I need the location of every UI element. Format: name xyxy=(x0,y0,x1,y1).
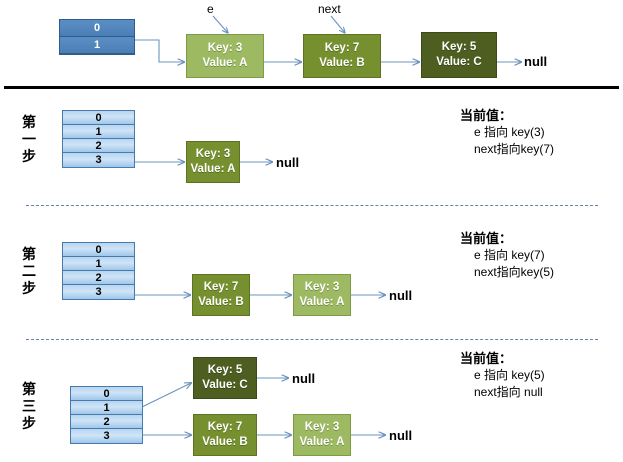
bucket-cell: 2 xyxy=(63,271,134,285)
bucket-cell: 2 xyxy=(71,415,142,429)
node-value-text: Value: A xyxy=(190,163,236,175)
node-key-text: Key: 3 xyxy=(304,281,340,293)
node-key-text: Key: 5 xyxy=(207,364,243,376)
step-label-char: 第 xyxy=(22,382,36,398)
step-label-char: 步 xyxy=(22,281,36,297)
top-bucket-table: 0 1 xyxy=(59,19,135,55)
step-3-node-key5: Key: 5 Value: C xyxy=(193,357,257,399)
node-value-text: Value: B xyxy=(202,436,248,448)
bucket-cell: 1 xyxy=(63,125,134,139)
step-3-node-key3: Key: 3 Value: A xyxy=(293,414,351,456)
node-key7: Key: 7 Value: B xyxy=(303,34,381,78)
node-key-text: Key: 7 xyxy=(207,421,243,433)
step-3-null-terminator-bottom: null xyxy=(389,428,413,443)
step-label-char: 步 xyxy=(22,149,36,165)
node-key-text: Key: 7 xyxy=(203,281,239,293)
info-line-e: e 指向 key(3) xyxy=(474,125,545,139)
info-line-e: e 指向 key(7) xyxy=(474,248,545,262)
step-2-node-key3: Key: 3 Value: A xyxy=(293,274,351,316)
bucket-cell: 0 xyxy=(63,111,134,125)
info-line-next: next指向key(5) xyxy=(474,265,555,279)
info-line-next: next指向key(7) xyxy=(474,142,555,156)
null-terminator: null xyxy=(524,54,548,69)
bucket-cell: 3 xyxy=(63,153,134,167)
pointer-label-next: next xyxy=(318,2,341,16)
node-key-text: Key: 3 xyxy=(304,421,340,433)
step-3-info: 当前值： e 指向 key(5) next指向 null xyxy=(460,350,545,401)
step-label-char: 第 xyxy=(22,115,36,131)
step-1-info: 当前值： e 指向 key(3) next指向key(7) xyxy=(460,107,554,158)
bucket-cell: 0 xyxy=(63,243,134,257)
step-2-info: 当前值： e 指向 key(7) next指向key(5) xyxy=(460,230,554,281)
info-heading: 当前值： xyxy=(460,351,513,366)
pointer-label-e: e xyxy=(207,2,214,16)
info-line-e: e 指向 key(5) xyxy=(474,368,545,382)
step-1-node-key3: Key: 3 Value: A xyxy=(186,141,240,183)
info-heading: 当前值： xyxy=(460,231,513,246)
node-key5: Key: 5 Value: C xyxy=(421,32,497,78)
bucket-cell: 1 xyxy=(60,37,134,54)
step-label-char: 第 xyxy=(22,247,36,263)
bucket-cell: 1 xyxy=(63,257,134,271)
node-value-text: Value: A xyxy=(299,436,345,448)
step-1-bucket-table: 0 1 2 3 xyxy=(62,110,135,168)
step-3-label: 第 三 步 xyxy=(20,382,38,433)
step-2-node-key7: Key: 7 Value: B xyxy=(192,274,250,316)
bucket-cell: 1 xyxy=(71,401,142,415)
node-value-text: Value: C xyxy=(202,379,248,391)
info-heading: 当前值： xyxy=(460,108,513,123)
section-divider-solid xyxy=(4,86,619,89)
step-2-label: 第 二 步 xyxy=(20,247,38,298)
step-label-char: 三 xyxy=(22,399,36,415)
node-key-text: Key: 3 xyxy=(207,42,243,54)
step-label-char: 二 xyxy=(22,264,36,280)
step-1-label: 第 一 步 xyxy=(20,115,38,166)
step-label-char: 一 xyxy=(22,132,36,148)
bucket-cell: 0 xyxy=(71,387,142,401)
step-1-null-terminator: null xyxy=(276,155,300,170)
bucket-cell: 0 xyxy=(60,20,134,37)
step-divider-dashed xyxy=(26,339,598,340)
info-line-next: next指向 null xyxy=(474,385,543,399)
step-label-char: 步 xyxy=(22,416,36,432)
node-value-text: Value: A xyxy=(202,57,248,69)
step-3-bucket-table: 0 1 2 3 xyxy=(70,386,143,444)
node-value-text: Value: A xyxy=(299,296,345,308)
node-value-text: Value: C xyxy=(436,56,482,68)
node-key-text: Key: 5 xyxy=(441,41,477,53)
node-value-text: Value: B xyxy=(319,57,365,69)
node-key3: Key: 3 Value: A xyxy=(186,34,264,78)
step-3-null-terminator-top: null xyxy=(292,371,316,386)
bucket-cell: 2 xyxy=(63,139,134,153)
step-divider-dashed xyxy=(26,205,598,206)
bucket-cell: 3 xyxy=(63,285,134,299)
node-value-text: Value: B xyxy=(198,296,244,308)
node-key-text: Key: 3 xyxy=(195,148,231,160)
step-2-bucket-table: 0 1 2 3 xyxy=(62,242,135,300)
step-2-null-terminator: null xyxy=(389,288,413,303)
bucket-cell: 3 xyxy=(71,429,142,443)
node-key-text: Key: 7 xyxy=(324,42,360,54)
step-3-node-key7: Key: 7 Value: B xyxy=(193,414,257,456)
